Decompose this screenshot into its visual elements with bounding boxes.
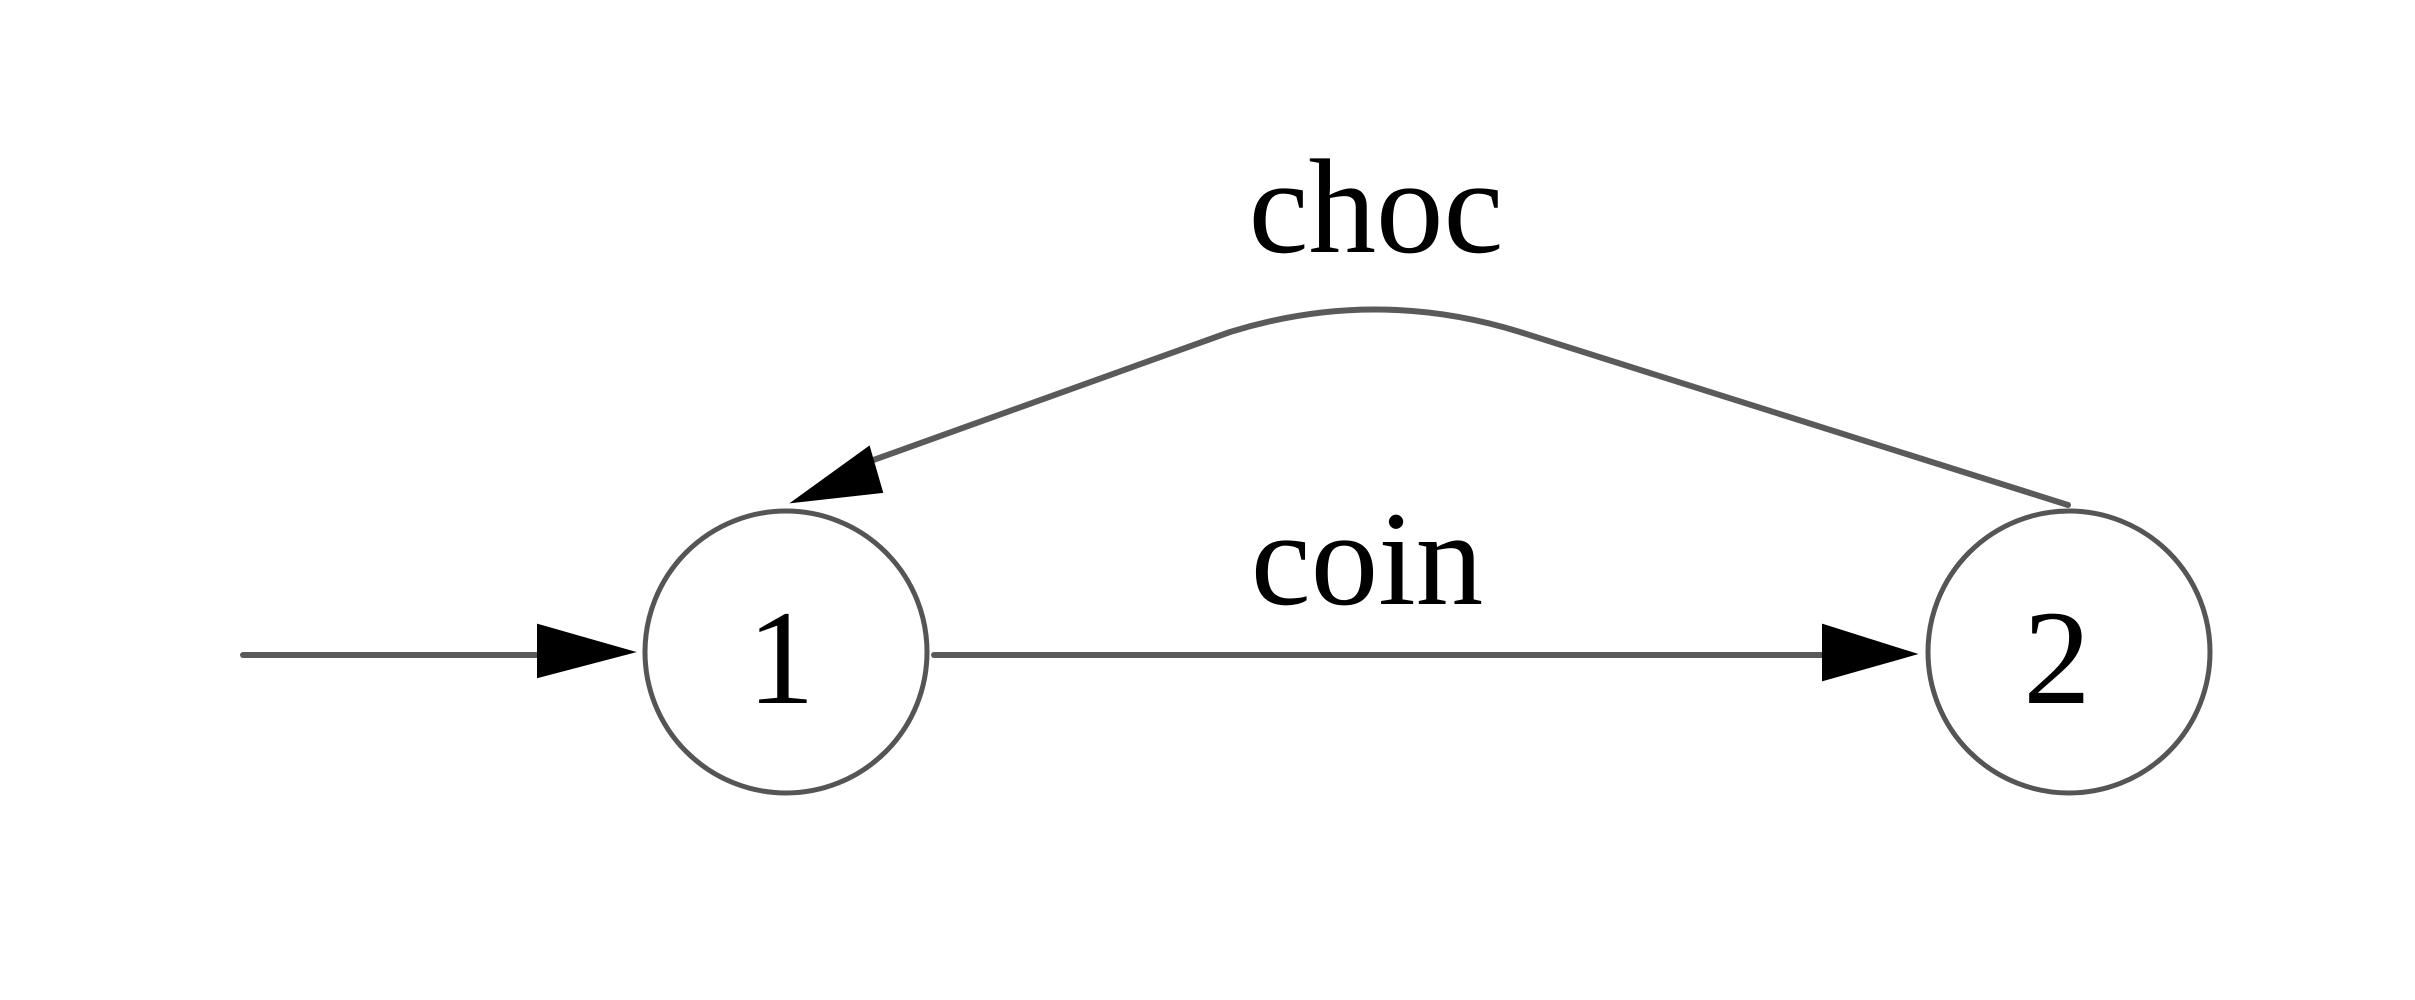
- coin-arrowhead: [1822, 623, 1919, 682]
- choc-arrowhead: [789, 445, 884, 504]
- state-1: 1: [642, 508, 930, 796]
- transition-coin: coin: [931, 485, 1919, 682]
- initial-transition: [240, 623, 637, 679]
- coin-edge-label: coin: [1251, 485, 1483, 634]
- state-2: 2: [1925, 508, 2213, 796]
- state-2-label: 2: [2023, 584, 2091, 733]
- choc-edge-label: choc: [1249, 133, 1504, 282]
- transition-choc: choc: [789, 133, 2071, 508]
- state-2-circle: [1925, 508, 2213, 796]
- state-1-circle: [642, 508, 930, 796]
- state-1-label: 1: [747, 584, 815, 733]
- initial-arrowhead: [537, 623, 637, 679]
- choc-edge-line: [837, 306, 2071, 508]
